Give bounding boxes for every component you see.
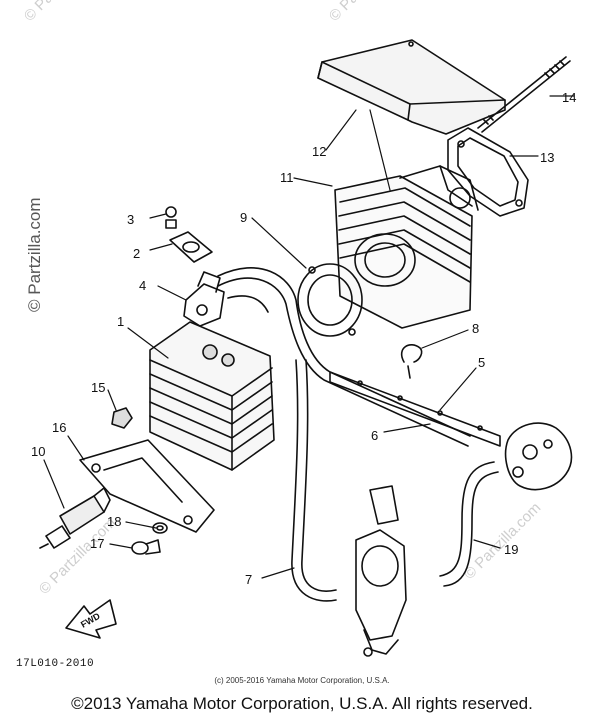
fwd-arrow: [65, 599, 117, 639]
part-2-gasket: [169, 231, 213, 263]
callout-2: 2: [133, 246, 140, 261]
part-12-cover: [317, 39, 506, 135]
watermark-left: © Partzilla.com: [25, 197, 44, 312]
callout-3: 3: [127, 212, 134, 227]
part-11-cylinder: [334, 165, 479, 329]
callout-19: 19: [504, 542, 518, 557]
callout-9: 9: [240, 210, 247, 225]
pump: [504, 422, 573, 491]
watermark-lower-right: © Partzilla.com: [461, 499, 544, 582]
callouts: 1 2 3 4 5 6 7 8 9 10 11 12 13 14 15 16 1…: [31, 90, 576, 587]
part-3-screw: [165, 206, 177, 229]
part-8-clip: [400, 344, 423, 379]
part-16-bracket: [79, 439, 215, 533]
part-15-nut: [111, 407, 133, 429]
part-5-6-bar: [329, 371, 501, 447]
callout-5: 5: [478, 355, 485, 370]
callout-12: 12: [312, 144, 326, 159]
callout-17: 17: [90, 536, 104, 551]
callout-7: 7: [245, 572, 252, 587]
part-1-block: [149, 321, 275, 471]
main-copyright: ©2013 Yamaha Motor Corporation, U.S.A. A…: [71, 694, 533, 713]
hoses: [217, 267, 499, 602]
callout-10: 10: [31, 444, 45, 459]
callout-4: 4: [139, 278, 146, 293]
part-14-stud: [477, 56, 571, 133]
small-copyright: (c) 2005-2016 Yamaha Motor Corporation, …: [214, 676, 390, 685]
callout-14: 14: [562, 90, 576, 105]
watermark-top-right: © Partzilla.com: [326, 0, 409, 25]
part-13-gasket: [447, 127, 529, 217]
callout-18: 18: [107, 514, 121, 529]
carburetor: [355, 485, 407, 657]
callout-16: 16: [52, 420, 66, 435]
callout-6: 6: [371, 428, 378, 443]
callout-15: 15: [91, 380, 105, 395]
part-9-ring: [297, 263, 363, 337]
callout-13: 13: [540, 150, 554, 165]
part-4-fitting: [183, 271, 225, 327]
callout-8: 8: [472, 321, 479, 336]
diagram-code: 17L010-2010: [16, 658, 95, 670]
callout-11: 11: [280, 170, 294, 185]
leader-lines: [43, 95, 575, 579]
part-10-sensor: [39, 487, 111, 549]
callout-1: 1: [117, 314, 124, 329]
part-17-bolt: [131, 539, 161, 555]
watermark-top-left: © Partzilla.com: [21, 0, 104, 25]
